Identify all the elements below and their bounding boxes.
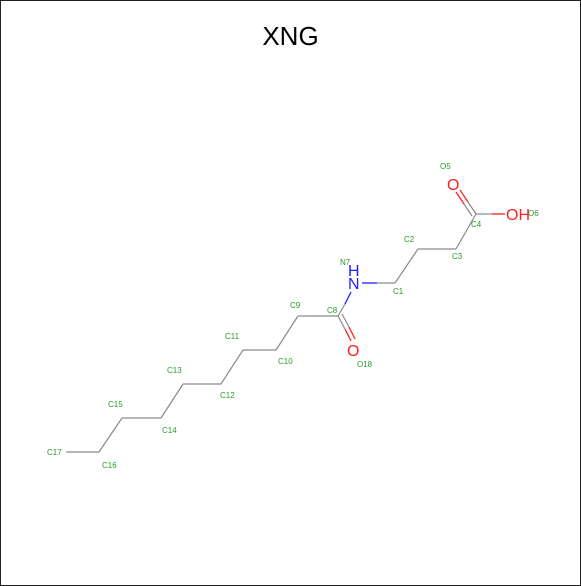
- bond-c14-c13: [160, 383, 184, 419]
- oxygen-amide-symbol: O: [347, 343, 359, 360]
- atom-label-c17: C17: [47, 448, 62, 457]
- atom-label-o6: O6: [528, 209, 539, 218]
- atom-label-c1: C1: [393, 287, 404, 296]
- atom-label-c12: C12: [220, 391, 235, 400]
- bond-c4-o5-c: [463, 203, 473, 217]
- bond-c1-c2: [394, 248, 419, 284]
- bond-c3-c4: [455, 213, 477, 250]
- bond-c8-o18-d: [348, 326, 356, 340]
- atom-label-o5: O5: [440, 162, 451, 171]
- atom-label-c2: C2: [404, 235, 415, 244]
- bond-c8-n7-a: [337, 303, 346, 317]
- hydroxyl-symbol: OH: [506, 207, 530, 224]
- atom-label-c3: C3: [452, 252, 463, 261]
- atom-label-c16: C16: [102, 461, 117, 470]
- bond-c8-o18-c: [341, 313, 350, 328]
- atom-label-c8: C8: [327, 306, 338, 315]
- atom-label-c13: C13: [167, 366, 182, 375]
- atom-label-o18: O18: [357, 360, 373, 369]
- atom-label-n7: N7: [340, 258, 351, 267]
- bond-c4-o5-d: [455, 191, 465, 205]
- atom-label-c9: C9: [290, 301, 301, 310]
- bond-c12-c11: [220, 349, 244, 385]
- bond-c8-o18-b: [344, 328, 352, 342]
- atom-label-c14: C14: [162, 426, 177, 435]
- bond-c4-o5-a: [467, 201, 477, 215]
- atom-label-c11: C11: [225, 332, 240, 341]
- atom-label-c4: C4: [471, 220, 482, 229]
- molecule-title: XNG: [262, 21, 319, 51]
- bond-c8-o18-a: [337, 315, 346, 330]
- oxygen-carbonyl-acid-symbol: O: [447, 177, 459, 194]
- bond-c4-o5-b: [459, 189, 469, 203]
- amide-h-symbol: H: [348, 263, 360, 280]
- atom-label-c10: C10: [278, 357, 293, 366]
- amide-n-symbol: N: [348, 276, 360, 293]
- bond-c8-n7-b: [344, 291, 352, 305]
- atom-label-c15: C15: [108, 400, 123, 409]
- bond-c10-c9: [275, 315, 299, 351]
- bond-c16-c15: [98, 417, 123, 453]
